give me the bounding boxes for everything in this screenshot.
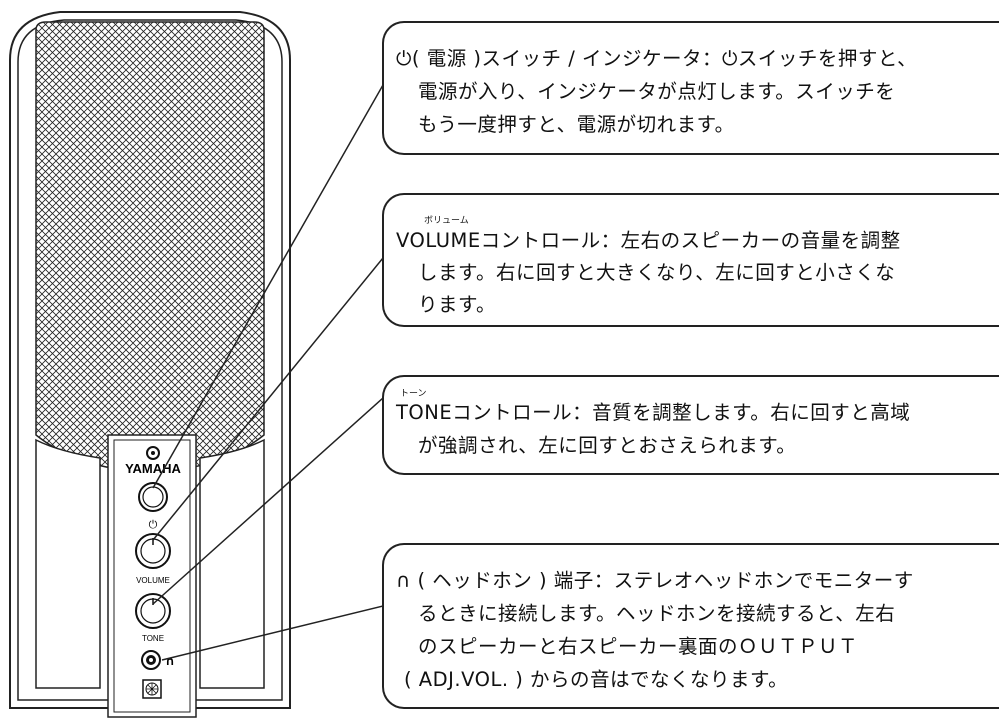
speaker-side-panels	[35, 438, 265, 689]
headphone-jack[interactable]	[141, 650, 161, 670]
callout-power: ⏻( 電源 )スイッチ / インジケータ：⏻スイッチを押すと、 電源が入り、イン…	[382, 21, 999, 155]
control-panel	[107, 434, 197, 718]
headphone-desc-line-1: ∩ ( ヘッドホン ) 端子：ステレオヘッドホンでモニターす	[396, 569, 914, 592]
yamaha-logo-icon	[146, 446, 160, 460]
headphone-desc-line-4: ( ADJ.VOL. ) からの音はでなくなります。	[404, 668, 789, 691]
leader-lines	[152, 84, 384, 661]
tone-desc-line-1: TONEコントロール：音質を調整します。右に回すと高域	[396, 401, 911, 424]
headphone-desc-line-2: るときに接続します。ヘッドホンを接続すると、左右	[418, 602, 896, 625]
callout-headphone: ∩ ( ヘッドホン ) 端子：ステレオヘッドホンでモニターす るときに接続します…	[382, 543, 999, 709]
volume-desc-line-2: します。右に回すと大きくなり、左に回すと小さくな	[418, 261, 896, 284]
power-desc-line-3: もう一度押すと、電源が切れます。	[418, 113, 735, 136]
power-indicator-icon: ⏻	[149, 518, 158, 531]
volume-desc-line-3: ります。	[418, 293, 497, 316]
tone-knob[interactable]	[135, 593, 171, 629]
power-desc-line-1: ⏻( 電源 )スイッチ / インジケータ：⏻スイッチを押すと、	[396, 47, 918, 70]
tone-ruby: トーン	[400, 389, 427, 399]
volume-knob[interactable]	[135, 533, 171, 569]
tone-desc-line-2: が強調され、左に回すとおさえられます。	[418, 434, 797, 457]
speaker-grille	[35, 21, 265, 473]
power-desc-line-2: 電源が入り、インジケータが点灯します。スイッチを	[418, 80, 896, 103]
emblem-icon	[142, 679, 162, 699]
brand-label: YAMAHA	[125, 461, 181, 476]
volume-label: VOLUME	[136, 576, 170, 585]
headphone-icon: ∩	[165, 654, 175, 668]
tone-label: TONE	[142, 634, 164, 643]
headphone-desc-line-3: のスピーカーと右スピーカー裏面のＯＵＴＰＵＴ	[418, 635, 859, 658]
callout-volume: ボリューム VOLUMEコントロール：左右のスピーカーの音量を調整 します。右に…	[382, 193, 999, 327]
callout-tone: トーン TONEコントロール：音質を調整します。右に回すと高域 が強調され、左に…	[382, 375, 999, 475]
volume-ruby: ボリューム	[424, 216, 469, 226]
volume-desc-line-1: VOLUMEコントロール：左右のスピーカーの音量を調整	[396, 229, 901, 252]
